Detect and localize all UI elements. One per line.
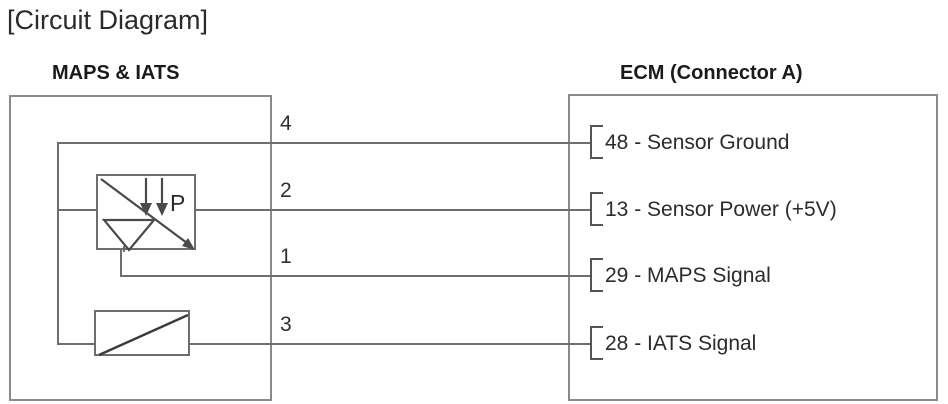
pin-number-4: 4 [280,112,292,135]
iats-thermistor-symbol [94,310,190,357]
pin-number-3: 3 [280,313,292,336]
terminal-bracket-icon [590,125,603,159]
terminal-bracket-icon [590,192,603,226]
ecm-terminal-29: 29 - MAPS Signal [590,258,771,292]
ecm-terminal-label: 28 - IATS Signal [605,331,757,355]
ecm-terminal-28: 28 - IATS Signal [590,326,756,360]
sensor-module-heading: MAPS & IATS [52,62,180,84]
wire-rail-to-maps-left [57,209,97,211]
wire-pin3-to-ecm28 [189,343,590,345]
ecm-terminal-48: 48 - Sensor Ground [590,125,789,159]
maps-p-label: P [170,190,186,216]
wire-pin2-to-ecm13 [195,209,590,211]
wire-sensor-left-rail [57,142,59,345]
wire-pin1-to-ecm29 [120,275,590,277]
ecm-terminal-label: 29 - MAPS Signal [605,263,771,287]
thermistor-icon [98,313,189,357]
terminal-bracket-icon [590,258,603,292]
pin-number-1: 1 [280,245,292,268]
ecm-enclosure-box [568,94,938,401]
wire-pin4-to-ecm48 [57,142,590,144]
terminal-bracket-icon [590,326,603,360]
pressure-sensor-icon [100,178,195,252]
ecm-terminal-label: 48 - Sensor Ground [605,130,790,154]
pin-number-2: 2 [280,179,292,202]
ecm-module-heading: ECM (Connector A) [620,62,803,84]
wire-rail-to-iats-left [57,343,95,345]
maps-pressure-sensor-symbol [96,174,196,252]
page-title: [Circuit Diagram] [7,5,209,35]
ecm-terminal-label: 13 - Sensor Power (+5V) [605,197,837,221]
ecm-terminal-13: 13 - Sensor Power (+5V) [590,192,837,226]
sensor-enclosure-box [9,95,272,401]
wire-maps-bottom-drop [120,248,122,277]
